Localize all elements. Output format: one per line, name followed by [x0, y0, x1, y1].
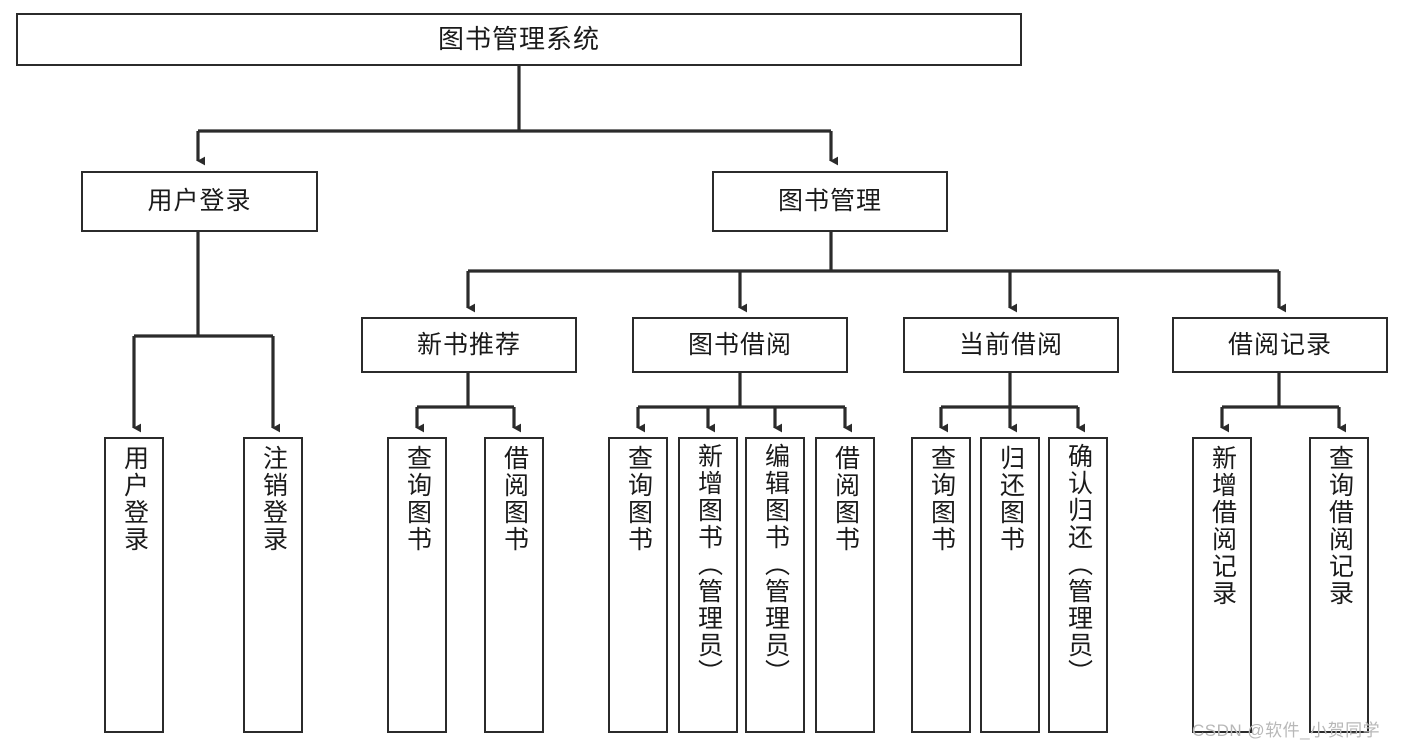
node-label: 用户登录: [147, 187, 252, 216]
node-label: 借阅图书: [831, 445, 860, 553]
node-new-book-recommendation[interactable]: 新书推荐: [361, 317, 577, 373]
node-label: 新书推荐: [416, 330, 521, 359]
leaf-current-borrow-query-books[interactable]: 查询图书: [911, 437, 971, 733]
node-label: 查询图书: [403, 445, 432, 553]
leaf-user-login-logout[interactable]: 注销登录: [243, 437, 303, 733]
node-root-library-management-system[interactable]: 图书管理系统: [16, 13, 1022, 66]
node-label: 图书借阅: [687, 330, 792, 359]
node-borrow-records[interactable]: 借阅记录: [1172, 317, 1388, 373]
csdn-watermark: CSDN @软件_小贺同学: [1192, 721, 1381, 740]
leaf-new-book-query-books[interactable]: 查询图书: [387, 437, 447, 733]
node-label: 编辑图书（管理员）: [761, 443, 790, 686]
leaf-borrow-record-add-record[interactable]: 新增借阅记录: [1192, 437, 1252, 733]
leaf-book-borrow-query-books[interactable]: 查询图书: [608, 437, 668, 733]
leaf-book-borrow-add-book-admin[interactable]: 新增图书（管理员）: [678, 437, 738, 733]
node-label: 当前借阅: [958, 330, 1063, 359]
node-book-management[interactable]: 图书管理: [712, 171, 948, 232]
node-label: 借阅图书: [500, 445, 529, 553]
node-label: 确认归还（管理员）: [1064, 443, 1093, 686]
node-label: 新增借阅记录: [1208, 445, 1237, 607]
leaf-book-borrow-edit-book-admin[interactable]: 编辑图书（管理员）: [745, 437, 805, 733]
node-label: 查询图书: [624, 445, 653, 553]
node-label: 查询借阅记录: [1325, 445, 1354, 607]
leaf-current-borrow-confirm-return-admin[interactable]: 确认归还（管理员）: [1048, 437, 1108, 733]
node-label: 图书管理系统: [437, 23, 600, 54]
node-label: 图书管理: [777, 187, 882, 216]
node-book-borrowing[interactable]: 图书借阅: [632, 317, 848, 373]
node-current-borrowing[interactable]: 当前借阅: [903, 317, 1119, 373]
leaf-borrow-record-query-record[interactable]: 查询借阅记录: [1309, 437, 1369, 733]
node-user-login[interactable]: 用户登录: [81, 171, 318, 232]
node-label: 新增图书（管理员）: [694, 443, 723, 686]
node-label: 注销登录: [259, 445, 288, 553]
node-label: 查询图书: [927, 445, 956, 553]
leaf-current-borrow-return-books[interactable]: 归还图书: [980, 437, 1040, 733]
leaf-book-borrow-borrow-books[interactable]: 借阅图书: [815, 437, 875, 733]
node-label: 借阅记录: [1227, 330, 1332, 359]
leaf-user-login-do-login[interactable]: 用户登录: [104, 437, 164, 733]
node-label: 归还图书: [996, 445, 1025, 553]
node-label: 用户登录: [120, 445, 149, 553]
leaf-new-book-borrow-books[interactable]: 借阅图书: [484, 437, 544, 733]
